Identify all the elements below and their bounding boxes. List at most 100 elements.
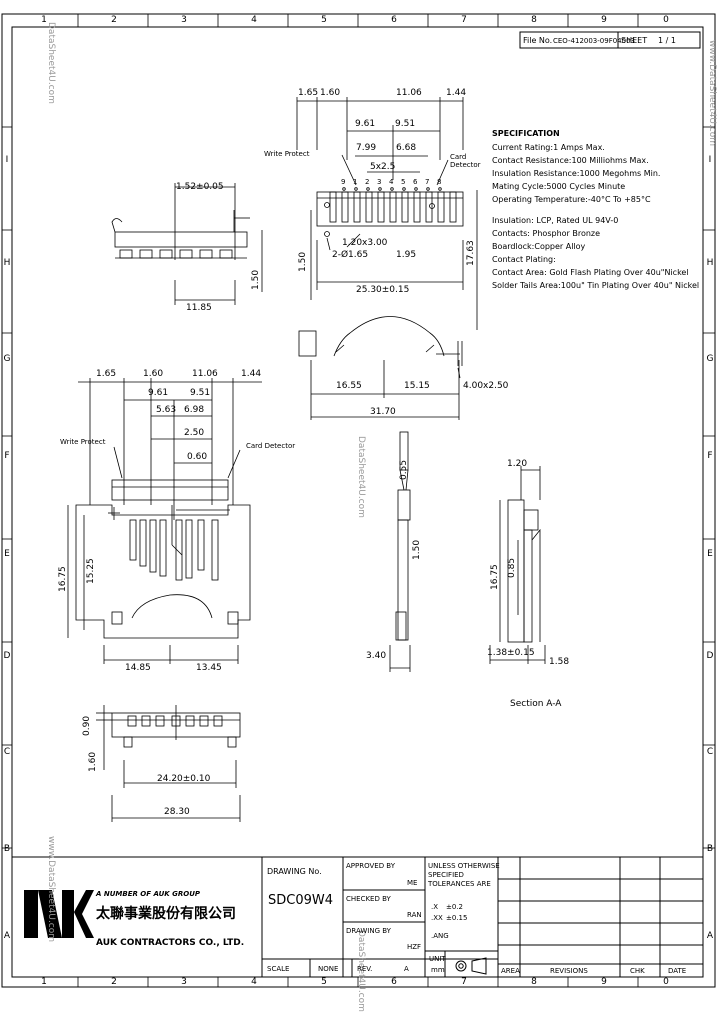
col-label: 8 bbox=[531, 977, 537, 987]
dim-label: 1.60 bbox=[320, 88, 341, 98]
dim-label: 9.61 bbox=[148, 388, 169, 398]
dim-label: 1.60 bbox=[88, 751, 98, 772]
watermark-center-mid: DataSheet4U.com bbox=[356, 436, 366, 518]
col-label: 5 bbox=[321, 977, 327, 987]
row-label: F bbox=[4, 451, 10, 461]
tol-x-val: ±0.2 bbox=[446, 903, 463, 911]
row-label: I bbox=[5, 155, 9, 165]
row-label: E bbox=[707, 549, 713, 559]
title-block bbox=[11, 856, 704, 978]
col-label: 2 bbox=[111, 15, 117, 25]
col-label: 6 bbox=[391, 977, 397, 987]
row-label: G bbox=[3, 354, 11, 364]
bottom-view bbox=[67, 378, 262, 664]
dim-label: 1.44 bbox=[446, 88, 467, 98]
row-label: F bbox=[707, 451, 713, 461]
dim-label: 1.95 bbox=[396, 250, 417, 260]
dim-label: 13.45 bbox=[196, 663, 222, 673]
tolerance-line: TOLERANCES ARE bbox=[428, 880, 491, 888]
tol-ang: .ANG bbox=[431, 932, 449, 940]
scale-label: SCALE bbox=[267, 965, 290, 973]
tol-xx: .XX bbox=[431, 914, 443, 922]
dim-label: 1.44 bbox=[241, 369, 262, 379]
spec-line: Boardlock:Copper Alloy bbox=[492, 242, 586, 251]
drawing-by-label: DRAWING BY bbox=[346, 927, 391, 935]
pad-label: 4.00x2.50 bbox=[463, 381, 509, 391]
col-label: 7 bbox=[461, 977, 467, 987]
tol-x: .X bbox=[431, 903, 439, 911]
top-view bbox=[296, 97, 478, 420]
pitch-label: 5x2.5 bbox=[370, 162, 396, 172]
dim-label: 1.50 bbox=[412, 539, 422, 560]
dim-label: 1.20 bbox=[507, 459, 528, 469]
row-label: A bbox=[706, 931, 714, 941]
col-label: 9 bbox=[601, 15, 607, 25]
spec-heading: SPECIFICATION bbox=[492, 129, 560, 138]
pin-label: 5 bbox=[401, 178, 406, 186]
approved-by: ME bbox=[407, 879, 418, 887]
spec-line: Operating Temperature:-40°C To +85°C bbox=[492, 195, 651, 204]
row-label: G bbox=[706, 354, 714, 364]
dim-label: 9.51 bbox=[395, 119, 416, 129]
dim-label: 1.52±0.05 bbox=[176, 182, 224, 192]
dim-label: 1.50 bbox=[251, 269, 261, 290]
dim-label: 9.61 bbox=[355, 119, 376, 129]
dim-label: 24.20±0.10 bbox=[157, 774, 211, 784]
spec-line: Insulation Resistance:1000 Megohms Min. bbox=[492, 169, 661, 178]
rear-view bbox=[96, 705, 241, 822]
scale-value: NONE bbox=[318, 965, 339, 973]
col-label: 0 bbox=[663, 977, 669, 987]
col-label: 0 bbox=[663, 15, 669, 25]
file-no-label: File No. bbox=[523, 36, 553, 45]
spec-line: Contacts: Phosphor Bronze bbox=[492, 229, 601, 238]
dim-label: 3.40 bbox=[366, 651, 387, 661]
row-label: D bbox=[706, 651, 714, 661]
col-label: 3 bbox=[181, 977, 187, 987]
col-label: 4 bbox=[251, 977, 257, 987]
col-label: 8 bbox=[531, 15, 537, 25]
dim-label: 16.75 bbox=[58, 566, 68, 592]
dim-label: 28.30 bbox=[164, 807, 190, 817]
dim-label: 15.15 bbox=[404, 381, 430, 391]
spec-line: Insulation: LCP, Rated UL 94V-0 bbox=[492, 216, 619, 225]
dim-label: 11.06 bbox=[396, 88, 422, 98]
col-label: 7 bbox=[461, 15, 467, 25]
col-label: 5 bbox=[321, 15, 327, 25]
col-label: 3 bbox=[181, 15, 187, 25]
spec-line: Solder Tails Area:100u" Tin Plating Over… bbox=[492, 281, 700, 290]
dim-label: 5.63 bbox=[156, 405, 177, 415]
unit-label: UNIT bbox=[429, 955, 446, 963]
chk-label: CHK bbox=[630, 967, 645, 975]
dim-label: 1.58 bbox=[549, 657, 570, 667]
dim-label: 7.99 bbox=[356, 143, 377, 153]
watermark-right: www.DataSheet4U.com bbox=[707, 40, 717, 147]
row-ticks bbox=[2, 126, 715, 849]
drawing-no-label: DRAWING No. bbox=[267, 867, 322, 876]
unit-value: mm bbox=[431, 966, 445, 974]
side-view bbox=[389, 431, 411, 672]
row-label: I bbox=[708, 155, 712, 165]
row-label: H bbox=[706, 258, 714, 268]
pin-label: 9 bbox=[341, 178, 346, 186]
watermark-left-top: DataSheet4U.com bbox=[46, 22, 56, 104]
dim-label: 14.85 bbox=[125, 663, 151, 673]
spec-line: Contact Plating: bbox=[492, 255, 556, 264]
spec-line: Contact Resistance:100 Milliohms Max. bbox=[492, 156, 649, 165]
col-label: 4 bbox=[251, 15, 257, 25]
rev-label: REV. bbox=[357, 965, 373, 973]
row-label: B bbox=[706, 844, 714, 854]
pin-label: 4 bbox=[389, 178, 394, 186]
dim-label: 1.60 bbox=[143, 369, 164, 379]
rev-value: A bbox=[404, 965, 409, 973]
spec-line: Current Rating:1 Amps Max. bbox=[492, 143, 605, 152]
dim-label: 6.68 bbox=[396, 143, 417, 153]
col-label: 2 bbox=[111, 977, 117, 987]
dim-label: 0.55 bbox=[399, 459, 409, 480]
dim-label: 0.60 bbox=[187, 452, 208, 462]
pin-label: 7 bbox=[425, 178, 430, 186]
dim-label: 1.65 bbox=[298, 88, 319, 98]
dim-label: 0.90 bbox=[82, 715, 92, 736]
row-label: D bbox=[3, 651, 11, 661]
col-label: 1 bbox=[41, 977, 47, 987]
auk-logo bbox=[24, 890, 94, 938]
